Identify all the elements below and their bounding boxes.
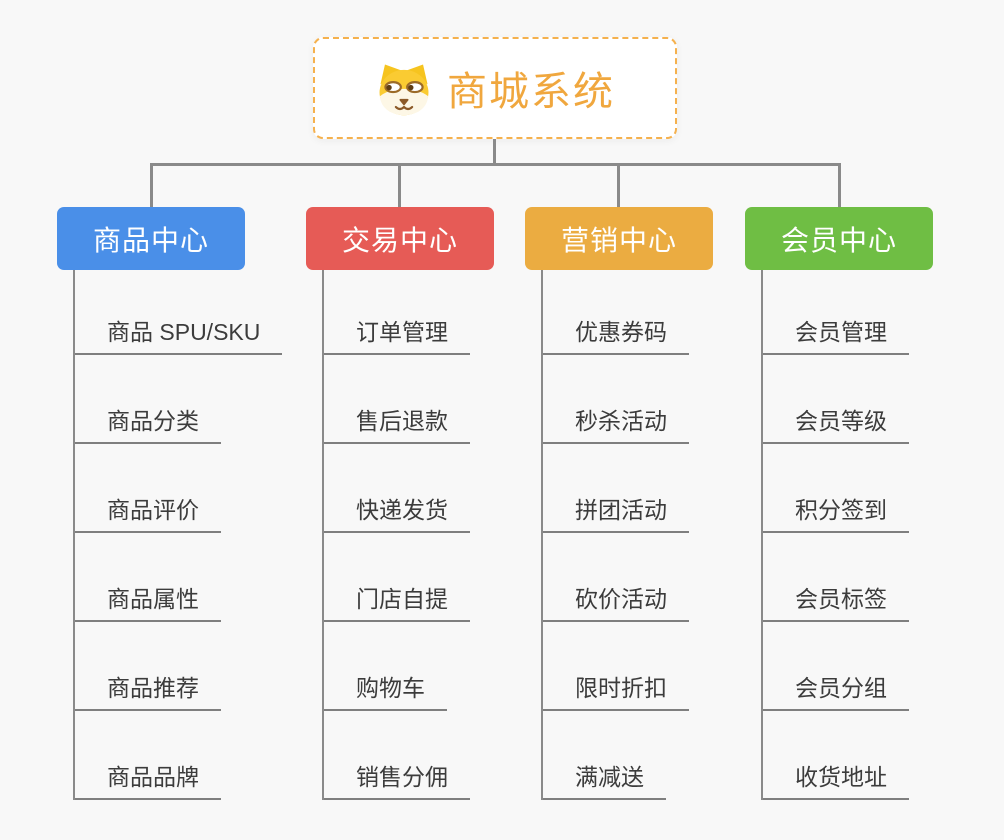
leaf-topic: 会员标签 — [761, 533, 1004, 622]
dog-face-icon — [379, 64, 429, 116]
leaf-topic: 售后退款 — [322, 355, 567, 444]
leaf-topic-label[interactable]: 会员标签 — [763, 580, 909, 622]
leaf-topic-label[interactable]: 拼团活动 — [543, 491, 689, 533]
leaf-topic-label[interactable]: 商品评价 — [75, 491, 221, 533]
leaf-topic-label[interactable]: 限时折扣 — [543, 669, 689, 711]
leaf-topic: 满减送 — [541, 711, 786, 800]
leaf-topic-label[interactable]: 会员管理 — [763, 313, 909, 355]
leaf-topic-label[interactable]: 销售分佣 — [324, 758, 470, 800]
leaf-topic-label[interactable]: 砍价活动 — [543, 580, 689, 622]
connector-drop-members — [838, 163, 841, 207]
branch-children-marketing-center: 优惠券码 秒杀活动 拼团活动 砍价活动 限时折扣 满减送 — [541, 270, 786, 800]
leaf-topic-label[interactable]: 快递发货 — [324, 491, 470, 533]
branch-topic-product-center[interactable]: 商品中心 — [57, 207, 245, 270]
leaf-topic-label[interactable]: 秒杀活动 — [543, 402, 689, 444]
leaf-topic: 门店自提 — [322, 533, 567, 622]
leaf-topic: 商品推荐 — [73, 622, 318, 711]
branch-children-trade-center: 订单管理 售后退款 快递发货 门店自提 购物车 销售分佣 — [322, 270, 567, 800]
leaf-topic: 会员分组 — [761, 622, 1004, 711]
leaf-topic: 销售分佣 — [322, 711, 567, 800]
leaf-topic: 会员等级 — [761, 355, 1004, 444]
leaf-topic-label[interactable]: 会员分组 — [763, 669, 909, 711]
branch-children-member-center: 会员管理 会员等级 积分签到 会员标签 会员分组 收货地址 — [761, 270, 1004, 800]
leaf-topic-label[interactable]: 商品分类 — [75, 402, 221, 444]
leaf-topic-label[interactable]: 售后退款 — [324, 402, 470, 444]
leaf-topic-label[interactable]: 会员等级 — [763, 402, 909, 444]
leaf-topic: 购物车 — [322, 622, 567, 711]
root-topic[interactable]: 商城系统 — [313, 37, 677, 139]
branch-topic-member-center[interactable]: 会员中心 — [745, 207, 933, 270]
leaf-topic-label[interactable]: 优惠券码 — [543, 313, 689, 355]
leaf-topic: 快递发货 — [322, 444, 567, 533]
leaf-topic-label[interactable]: 订单管理 — [324, 313, 470, 355]
leaf-topic: 拼团活动 — [541, 444, 786, 533]
leaf-topic: 订单管理 — [322, 270, 567, 355]
leaf-topic: 会员管理 — [761, 270, 1004, 355]
leaf-topic-label[interactable]: 商品 SPU/SKU — [75, 313, 283, 355]
leaf-topic-label[interactable]: 积分签到 — [763, 491, 909, 533]
leaf-topic-label[interactable]: 门店自提 — [324, 580, 470, 622]
leaf-topic: 商品分类 — [73, 355, 318, 444]
leaf-topic: 收货地址 — [761, 711, 1004, 800]
leaf-topic: 商品品牌 — [73, 711, 318, 800]
branch-topic-marketing-center[interactable]: 营销中心 — [525, 207, 713, 270]
connector-root-stub — [493, 139, 496, 165]
leaf-topic-label[interactable]: 商品品牌 — [75, 758, 221, 800]
connector-drop-trade — [398, 163, 401, 207]
leaf-topic-label[interactable]: 购物车 — [324, 669, 447, 711]
branch-children-product-center: 商品 SPU/SKU 商品分类 商品评价 商品属性 商品推荐 商品品牌 — [73, 270, 318, 800]
connector-drop-marketing — [617, 163, 620, 207]
leaf-topic-label[interactable]: 商品推荐 — [75, 669, 221, 711]
leaf-topic: 优惠券码 — [541, 270, 786, 355]
leaf-topic: 限时折扣 — [541, 622, 786, 711]
connector-drop-products — [150, 163, 153, 207]
leaf-topic-label[interactable]: 商品属性 — [75, 580, 221, 622]
leaf-topic-label[interactable]: 满减送 — [543, 758, 666, 800]
branch-topic-trade-center[interactable]: 交易中心 — [306, 207, 494, 270]
leaf-topic-label[interactable]: 收货地址 — [763, 758, 909, 800]
leaf-topic: 商品 SPU/SKU — [73, 270, 318, 355]
root-topic-title: 商城系统 — [447, 70, 615, 114]
connector-bus-line — [150, 163, 840, 166]
leaf-topic: 商品属性 — [73, 533, 318, 622]
leaf-topic: 商品评价 — [73, 444, 318, 533]
leaf-topic: 秒杀活动 — [541, 355, 786, 444]
leaf-topic: 积分签到 — [761, 444, 1004, 533]
leaf-topic: 砍价活动 — [541, 533, 786, 622]
